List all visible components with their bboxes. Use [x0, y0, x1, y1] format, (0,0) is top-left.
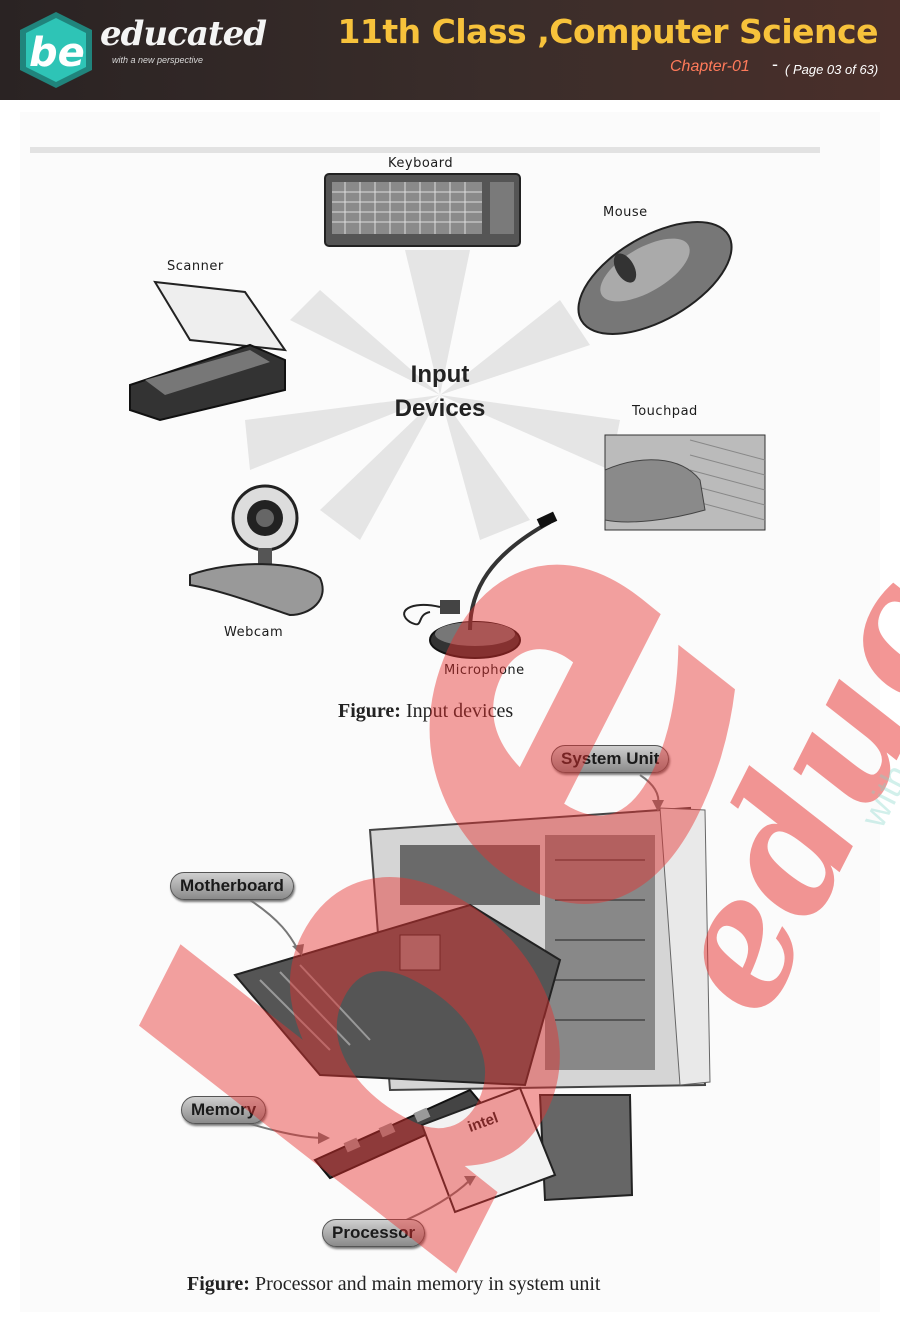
scanner-label: Scanner [167, 259, 224, 274]
keyboard-label: Keyboard [388, 156, 454, 171]
header-separator: - [772, 54, 778, 74]
callout-system-unit: System Unit [551, 745, 670, 773]
chapter-label: Chapter-01 [670, 58, 750, 75]
callout-processor: Processor [322, 1219, 426, 1247]
caption-prefix: Figure: [338, 700, 401, 722]
touchpad-label: Touchpad [632, 404, 698, 419]
logo-mark: be [20, 12, 92, 88]
motherboard-board [233, 903, 562, 1087]
input-devices-heading-line1: Input [410, 361, 470, 388]
keyboard-image [324, 173, 521, 247]
logo-hexagon-highlight [26, 18, 86, 82]
mouse-image [577, 221, 733, 335]
touchpad-image [604, 434, 766, 531]
input-devices-heading-line2: Devices [394, 395, 486, 422]
scanner-image [129, 280, 288, 422]
microphone-label: Microphone [444, 663, 525, 678]
page-header: be educated with a new perspective 11th … [0, 0, 900, 100]
system-unit-caption: Figure: Processor and main memory in sys… [187, 1273, 600, 1296]
page-indicator: ( Page 03 of 63) [785, 62, 879, 77]
webcam-image [189, 484, 324, 617]
callout-arrowheads [292, 800, 664, 1186]
input-devices-heading: Input Devices [385, 358, 495, 426]
mouse-label: Mouse [603, 205, 648, 220]
logo-mark-text: be [29, 30, 85, 76]
page-title: 11th Class ,Computer Science [337, 12, 878, 51]
caption-prefix: Figure: [187, 1273, 250, 1295]
logo-wordmark: educated [100, 14, 267, 54]
caption-text: Processor and main memory in system unit [249, 1273, 601, 1295]
processor-chip: intel [420, 1086, 634, 1214]
microphone-image [403, 511, 558, 659]
caption-text: Input devices [400, 700, 514, 722]
starburst-rays [245, 250, 620, 540]
callout-memory: Memory [181, 1096, 267, 1124]
callout-motherboard: Motherboard [170, 872, 294, 900]
logo-tagline: with a new perspective [112, 55, 204, 65]
webcam-label: Webcam [224, 625, 284, 640]
input-devices-caption: Figure: Input devices [338, 700, 513, 723]
